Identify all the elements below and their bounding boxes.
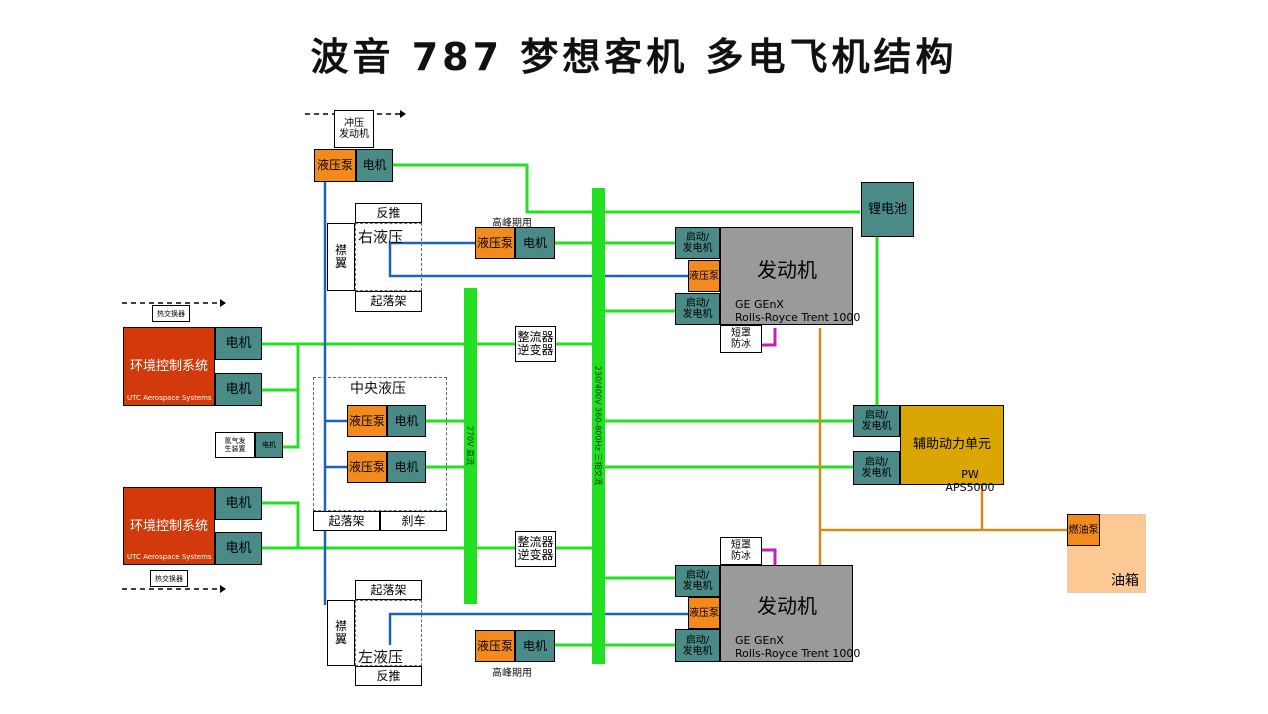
center-brake: 刹车: [380, 511, 447, 531]
ram-motor: 电机: [356, 149, 393, 182]
lithium-battery: 锂电池: [861, 182, 914, 237]
left-hydraulic-label: 左液压: [358, 648, 404, 666]
fuel-pump: 燃油泵: [1067, 514, 1100, 546]
power-lines: [262, 163, 879, 647]
engine-2-model-b: Rolls-Royce Trent 1000: [735, 647, 861, 660]
left-landing-gear: 起落架: [355, 580, 422, 600]
right-landing-gear: 起落架: [355, 291, 422, 312]
dc-bus-270v: [464, 288, 477, 604]
center-hydraulic-region: [313, 377, 447, 511]
engine-2: 发动机 GE GEnX Rolls-Royce Trent 1000: [720, 565, 860, 662]
left-flaps: 襟 翼: [327, 600, 355, 666]
engine-1-model-a: GE GEnX: [735, 298, 784, 311]
fuel-lines: [818, 328, 1067, 565]
center-hydraulic-pump-1: 液压泵: [347, 405, 387, 437]
center-motor-1: 电机: [387, 405, 426, 437]
engine-2-model-a: GE GEnX: [735, 634, 784, 647]
ecs-1-label: 环境控制系统: [129, 359, 208, 374]
engine-2-starter-generator-2: 启动/ 发电机: [675, 629, 720, 662]
heat-exchanger-2: 热交换器: [150, 570, 188, 587]
engine-1-model-b: Rolls-Royce Trent 1000: [735, 311, 861, 324]
right-flaps: 襟 翼: [327, 223, 355, 291]
ecs-1-motor-b: 电机: [215, 373, 262, 406]
engine-1-starter-generator-2: 启动/ 发电机: [675, 293, 720, 325]
anti-ice-1: [762, 328, 777, 347]
line-nitrogen: [283, 390, 300, 449]
center-landing-gear: 起落架: [313, 511, 380, 531]
page-title: 波音 787 梦想客机 多电飞机结构: [310, 35, 958, 79]
right-motor: 电机: [515, 227, 555, 259]
apu-starter-generator-1: 启动/ 发电机: [853, 405, 900, 437]
engine-1-label: 发动机: [757, 258, 817, 282]
engine-2-label: 发动机: [757, 594, 817, 618]
ecs-2-label: 环境控制系统: [129, 518, 208, 534]
line-ecs1b: [262, 344, 300, 392]
right-thrust-reverser: 反推: [355, 203, 422, 223]
rectifier-inverter-2: 整流器 逆变器: [515, 531, 556, 567]
apu: 辅助动力单元 PW APS5000: [900, 405, 1004, 494]
dc-bus-label: 270V 直流: [465, 425, 475, 466]
ecs-2-motor-a: 电机: [215, 487, 262, 520]
engine-2-hydraulic-pump: 液压泵: [688, 597, 720, 629]
engine-1-anti-ice: 短罩 防冰: [720, 325, 762, 353]
heat-exchanger-1: 热交换器: [152, 305, 190, 322]
apu-model: PW APS5000: [945, 468, 995, 494]
ram-engine-box: 冲压 发动机: [334, 110, 374, 148]
left-hydraulic-region: [355, 600, 422, 666]
center-hydraulic-pump-2: 液压泵: [347, 451, 387, 483]
line-ram-motor-to-battery: [393, 163, 860, 214]
nitrogen-motor: 电机: [255, 432, 283, 458]
ram-hydraulic-pump: 液压泵: [314, 149, 356, 182]
right-hydraulic-label: 右液压: [358, 228, 404, 246]
hyd-right: [388, 243, 688, 278]
engine-1-hydraulic-pump: 液压泵: [688, 260, 720, 292]
left-motor: 电机: [515, 630, 555, 662]
center-hydraulic-label: 中央液压: [350, 381, 406, 397]
ecs-1-motor-a: 电机: [215, 327, 262, 360]
apu-starter-generator-2: 启动/ 发电机: [853, 451, 900, 485]
left-peak-label: 高峰期用: [492, 668, 532, 679]
ecs-2: 环境控制系统 UTC Aerospace Systems: [123, 487, 215, 565]
rectifier-inverter-1: 整流器 逆变器: [515, 326, 556, 362]
anti-ice-lines: [762, 328, 777, 565]
ecs-1-vendor: UTC Aerospace Systems: [127, 394, 212, 402]
right-hydraulic-pump: 液压泵: [475, 227, 515, 259]
anti-ice-2: [762, 548, 777, 565]
hydraulic-lines: [323, 182, 688, 645]
engine-1: 发动机 GE GEnX Rolls-Royce Trent 1000: [720, 227, 860, 325]
engine-2-anti-ice: 短罩 防冰: [720, 537, 762, 565]
engine-2-starter-generator-1: 启动/ 发电机: [675, 565, 720, 597]
right-peak-label: 高峰期用: [492, 218, 532, 229]
ac-bus-label: 230/400V 360-800Hz 三相交流: [593, 365, 603, 486]
nitrogen-generator: 氮气发 生装置: [215, 432, 255, 458]
engine-1-starter-generator-1: 启动/ 发电机: [675, 227, 720, 259]
right-hydraulic-region: [355, 223, 422, 291]
left-thrust-reverser: 反推: [355, 666, 422, 686]
ecs-2-vendor: UTC Aerospace Systems: [127, 553, 212, 561]
ecs-1: 环境控制系统 UTC Aerospace Systems: [123, 327, 215, 406]
ac-bus-230v: [592, 188, 605, 664]
left-hydraulic-pump: 液压泵: [475, 630, 515, 662]
apu-label: 辅助动力单元: [913, 437, 992, 452]
ecs-2-motor-b: 电机: [215, 532, 262, 565]
hyd-left: [388, 612, 688, 645]
center-motor-2: 电机: [387, 451, 426, 483]
fuel-tank-label: 油箱: [1111, 573, 1139, 589]
line-ecs2-to-rectifier: [262, 501, 515, 550]
